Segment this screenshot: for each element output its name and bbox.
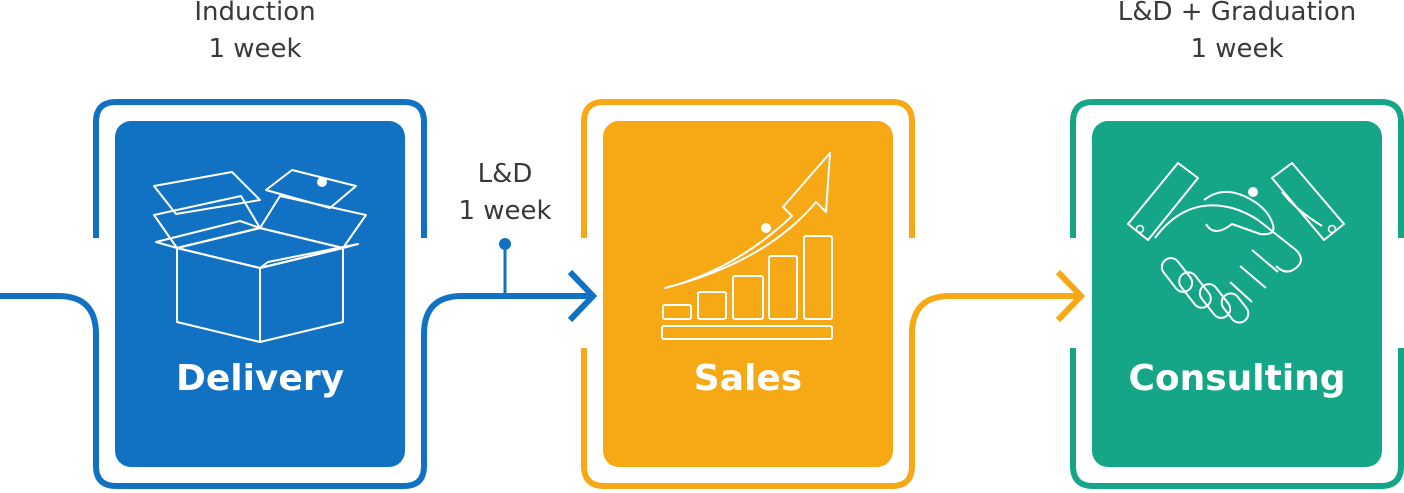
sales-icon-dot	[761, 223, 771, 233]
delivery-icon-dot	[317, 177, 327, 187]
label-ld: L&D 1 week	[430, 156, 580, 230]
arrow-head-to-sales	[567, 269, 598, 323]
flow-line-delivery-to-sales	[421, 293, 590, 392]
consulting-bolt-right	[1327, 224, 1337, 234]
stage-title-consulting: Consulting	[1128, 358, 1346, 399]
open-box-icon	[153, 169, 367, 343]
label-induction-name: Induction	[194, 0, 316, 27]
consulting-bolt-left	[1135, 224, 1145, 234]
label-ld-name: L&D	[477, 159, 533, 189]
consulting-frame	[1070, 99, 1404, 489]
delivery-frame	[93, 99, 427, 489]
label-induction-duration: 1 week	[208, 34, 302, 64]
arrow-head-to-consulting	[1055, 269, 1086, 323]
consulting-tile	[1092, 121, 1382, 467]
stage-title-delivery: Delivery	[175, 358, 345, 399]
label-ld-duration: 1 week	[458, 196, 552, 226]
label-graduation-duration: 1 week	[1190, 34, 1284, 64]
flow-line-in	[0, 293, 99, 392]
sales-frame	[581, 99, 915, 489]
sales-tile	[603, 121, 893, 467]
stage-title-sales: Sales	[693, 358, 803, 399]
handshake-icon	[1127, 162, 1345, 324]
ld-marker-dot	[499, 238, 511, 250]
growth-chart-icon	[661, 152, 833, 340]
label-induction: Induction 1 week	[120, 0, 390, 68]
flow-line-sales-to-consulting	[909, 293, 1080, 392]
label-graduation-name: L&D + Graduation	[1117, 0, 1357, 27]
consulting-icon-dot-top	[1248, 187, 1258, 197]
label-graduation: L&D + Graduation 1 week	[1082, 0, 1392, 68]
